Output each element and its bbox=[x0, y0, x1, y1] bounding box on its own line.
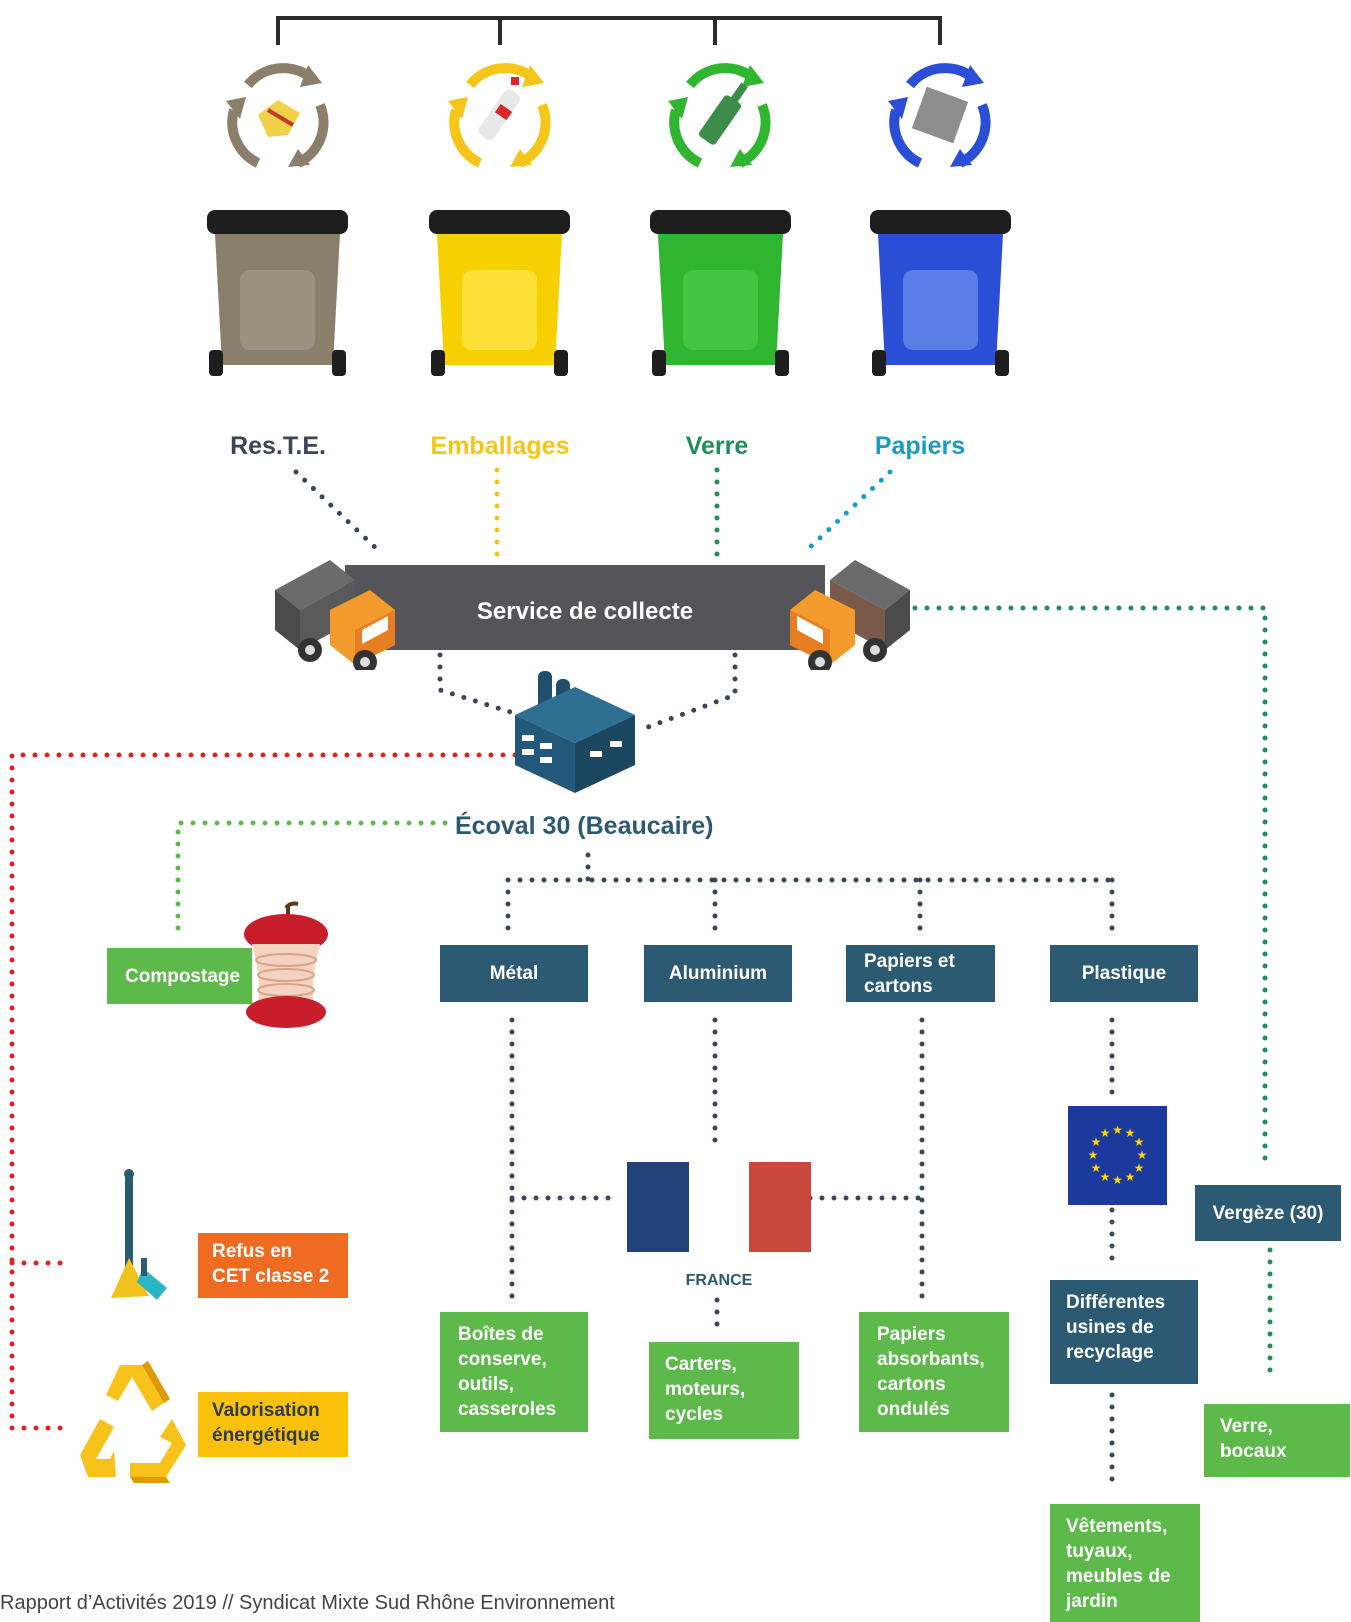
collecte-factory-link bbox=[437, 652, 738, 733]
output-plastique: Vêtements, tuyaux, meubles de jardin bbox=[1050, 1504, 1200, 1622]
output-aluminium: Carters, moteurs, cycles bbox=[649, 1342, 799, 1439]
svg-text:★: ★ bbox=[1100, 1170, 1111, 1184]
svg-text:★: ★ bbox=[1091, 1161, 1102, 1175]
bin-verre bbox=[648, 210, 793, 380]
france-label: FRANCE bbox=[685, 1272, 753, 1289]
refus-link bbox=[9, 752, 518, 1431]
truck-right-icon bbox=[775, 550, 915, 674]
glass-bottle-icon bbox=[660, 55, 780, 175]
svg-text:★: ★ bbox=[1091, 1135, 1102, 1149]
factory-icon bbox=[510, 665, 640, 795]
vergeze-box: Vergèze (30) bbox=[1195, 1185, 1341, 1241]
papiers-link bbox=[802, 469, 893, 555]
france-flag-red bbox=[749, 1162, 811, 1252]
material-plastique: Plastique bbox=[1050, 945, 1198, 1002]
collecte-label: Service de collecte bbox=[476, 598, 694, 625]
material-papiers-cartons: Papiers et cartons bbox=[846, 945, 995, 1002]
apple-core-icon bbox=[238, 900, 334, 1035]
label-verre: Verre bbox=[685, 432, 749, 460]
material-aluminium: Aluminium bbox=[644, 945, 792, 1002]
bin-reste bbox=[205, 210, 350, 380]
collecte-band bbox=[345, 565, 825, 650]
label-reste: Res.T.E. bbox=[230, 432, 326, 460]
aluminium-link bbox=[712, 1017, 720, 1328]
bin-emballages bbox=[427, 210, 572, 380]
usines-recyclage: Différentes usines de recyclage bbox=[1050, 1280, 1198, 1384]
compostage-box: Compostage bbox=[107, 948, 252, 1004]
output-metal: Boîtes de conserve, outils, casseroles bbox=[440, 1312, 588, 1432]
svg-text:★: ★ bbox=[1134, 1161, 1145, 1175]
cardboard-box-icon bbox=[880, 55, 1000, 175]
svg-text:★: ★ bbox=[1112, 1173, 1123, 1187]
svg-text:★: ★ bbox=[1088, 1148, 1099, 1162]
france-flag-blue bbox=[627, 1162, 689, 1252]
plastic-bottle-icon bbox=[440, 55, 560, 175]
papiers-carton-link bbox=[807, 1017, 925, 1303]
label-emballages: Emballages bbox=[430, 432, 570, 460]
eu-flag-icon: ★★★★★★★★★★★★ bbox=[1068, 1106, 1167, 1205]
energy-recycle-icon bbox=[80, 1355, 195, 1485]
reste-link bbox=[293, 469, 383, 555]
svg-text:★: ★ bbox=[1134, 1135, 1145, 1149]
valorisation-box: Valorisation énergétique bbox=[198, 1392, 348, 1457]
svg-text:★: ★ bbox=[1137, 1148, 1148, 1162]
label-papiers: Papiers bbox=[874, 432, 966, 460]
refus-box: Refus en CET classe 2 bbox=[198, 1233, 348, 1298]
footer-text: Rapport d’Activités 2019 // Syndicat Mix… bbox=[0, 1592, 615, 1614]
ecoval-label: Écoval 30 (Beaucaire) bbox=[455, 812, 714, 840]
crumpled-waste-icon bbox=[218, 55, 338, 175]
truck-left-icon bbox=[270, 550, 410, 674]
metal-link bbox=[509, 1017, 623, 1303]
svg-text:★: ★ bbox=[1125, 1170, 1136, 1184]
materials-branch bbox=[505, 852, 1115, 943]
material-metal: Métal bbox=[440, 945, 588, 1002]
bin-papiers bbox=[868, 210, 1013, 380]
output-papiers: Papiers absorbants, cartons ondulés bbox=[859, 1312, 1009, 1432]
vergeze-link bbox=[912, 605, 1268, 1173]
broom-dustpan-icon bbox=[105, 1168, 175, 1308]
vergeze-output: Verre, bocaux bbox=[1204, 1404, 1350, 1477]
top-bracket bbox=[276, 16, 942, 45]
svg-text:★: ★ bbox=[1125, 1126, 1136, 1140]
svg-text:★: ★ bbox=[1112, 1123, 1123, 1137]
svg-text:★: ★ bbox=[1100, 1126, 1111, 1140]
